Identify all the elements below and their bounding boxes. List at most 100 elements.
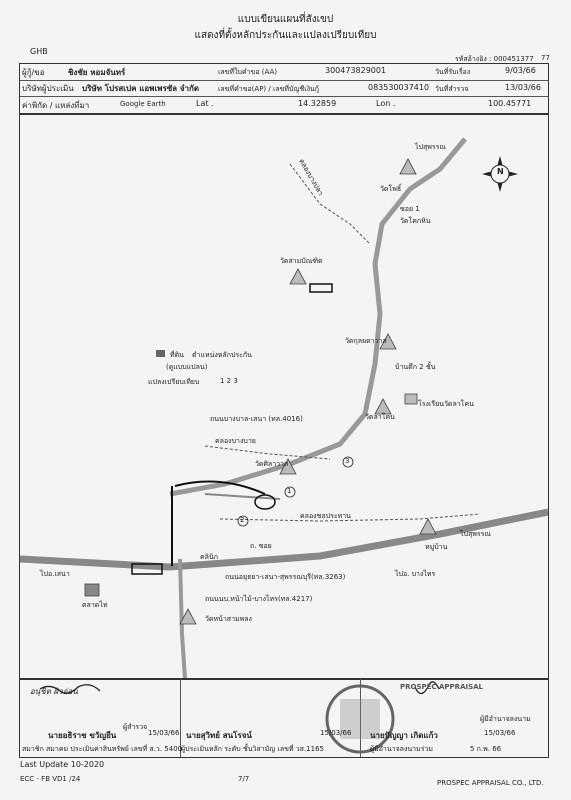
surveyor-date: 15/03/66 [148, 729, 180, 737]
company-seal [325, 684, 395, 754]
info-header [19, 63, 549, 115]
start-date-label: วันที่รับเรื่อง [435, 68, 471, 76]
signatory-license: ผู้มีอำนาจลงนามร่วม [370, 745, 434, 753]
canal-bangpla [289, 163, 371, 245]
north-arrow-icon [482, 156, 518, 192]
temple-icon [379, 333, 397, 350]
label-road-4217: ถนนนบ.หน้าไม้-บางไทร(ทล.4217) [205, 595, 313, 603]
canal-bangbai [204, 445, 331, 460]
marker-1: 1 [287, 487, 292, 495]
site-path [174, 480, 266, 495]
label-road-3263: ถนนอยุธยา-เสนา-สุพรรณบุรี(ทล.3263) [225, 573, 346, 581]
coord-label: ค่าพิกัด / แหล่งที่มา [22, 101, 90, 110]
label-temple-3: วัดโคกหิน [400, 217, 431, 225]
temple-icon [279, 458, 297, 475]
label-soi: ซอย 1 [400, 205, 420, 213]
label-road-4016: ถนนบางบาล-เสนา (ทล.4016) [210, 415, 303, 423]
label-to-bangsai: ไปอ. บางไทร [395, 570, 436, 578]
company-label: บริษัทผู้ประเมิน [22, 84, 74, 93]
label-alley: ถ. ซอย [250, 542, 272, 550]
legend-site-swatch [156, 350, 165, 357]
signature-scribble-2 [414, 681, 440, 695]
comparison-marker [284, 486, 296, 498]
survey-date-label: วันที่สำรวจ [435, 85, 469, 93]
bridge-1 [309, 283, 333, 293]
lon-label: Lon . [376, 99, 396, 108]
legend-comparison-numbers: 1 2 3 [220, 377, 238, 385]
signature-1: อนุชิต ผิวอ่อน [30, 687, 78, 696]
side-road [204, 493, 281, 500]
legend-comparison-label: แปลงเปรียบเทียบ [148, 378, 200, 386]
comparison-marker [342, 456, 354, 468]
temple-icon [419, 518, 437, 535]
signatory-date-b: 5 ก.พ. 66 [470, 745, 502, 753]
lat-value: 14.32859 [298, 99, 337, 108]
signatory-date: 15/03/66 [484, 729, 516, 737]
signatory-role: ผู้มีอำนาจลงนาม [480, 715, 531, 723]
lat-label: Lat . [196, 99, 214, 108]
sketch-map: ไปสุพรรณ ไปสุพรรณ ไปอ.เสนา ไปอ. บางไทร ค… [19, 113, 549, 680]
label-canal-irrigation: คลองชลประทาน [300, 512, 351, 520]
signature-scribble-1 [39, 684, 101, 694]
label-temple-pho: วัดโพธิ์ [380, 185, 402, 193]
site-marker [254, 494, 276, 510]
appraiser-name: นายสุวิทย์ สนโรจน์ [186, 731, 252, 740]
comparison-marker [237, 515, 249, 527]
marker-3: 3 [345, 457, 350, 465]
label-to-suphan-2: ไปสุพรรณ [460, 530, 491, 538]
label-school: โรงเรียนวัดลาโคน [418, 400, 474, 408]
ap-number: 083530037410 [368, 83, 430, 92]
label-canal-bangbai: คลองบางบาย [215, 437, 256, 445]
page-number: 7/7 [238, 775, 250, 783]
ap-label: เลขที่คำขอ(AP) / เลขที่บัญชีเงินกู้ [218, 85, 320, 93]
marker-2: 2 [240, 516, 245, 524]
signature-stamp [39, 681, 440, 754]
role-surveyor: ผู้สำรวจ [123, 723, 148, 731]
header-row-coords [20, 97, 548, 113]
legend-site-desc: ตำแหน่งหลักประกัน [192, 351, 252, 359]
header-row-company [20, 80, 548, 97]
form-code: ECC - FB VD1 /24 [20, 775, 81, 783]
temple-icon [374, 398, 392, 415]
label-temple-lakhon: วัดลาโคน [365, 413, 395, 421]
survey-date: 13/03/66 [505, 83, 541, 92]
label-village: หมู่บ้าน [425, 543, 448, 551]
reference-page: 77 [541, 54, 550, 62]
label-temple-6: วัดศิลาวาส [255, 460, 289, 468]
label-market: ตลาดไท [82, 601, 108, 609]
temple-icon [399, 158, 417, 175]
header-row-customer [20, 64, 548, 81]
road-4016 [169, 137, 467, 497]
start-date: 9/03/66 [505, 66, 536, 75]
reference-number: รหัสอ้างอิง : 000451377 [455, 55, 534, 63]
coord-source: Google Earth [120, 100, 166, 108]
footer-company: PROSPEC APPRAISAL CO., LTD. [437, 779, 544, 787]
bank-code: GHB [30, 47, 48, 56]
label-to-sena: ไปอ.เสนา [40, 570, 70, 578]
lon-value: 100.45771 [488, 99, 532, 108]
appraiser-date: 15/03/66 [320, 729, 352, 737]
customer-name: ชิงชัย หอมจันทร์ [68, 68, 126, 77]
company-name: บริษัท โปรสเปค แอพเพรซัล จำกัด [82, 84, 200, 93]
temple-icon [289, 268, 307, 285]
application-label: เลขที่ใบคำขอ (AA) [218, 68, 278, 76]
road-4217 [178, 558, 187, 680]
page-subtitle: แสดงที่ตั้งหลักประกันและแปลงเปรียบเทียบ [194, 30, 377, 41]
signature-block: PROSPEC APPRAISAL [19, 678, 549, 758]
school-building-icon [404, 393, 418, 405]
legend-site-label: ที่ดิน [170, 351, 184, 359]
application-number: 300473829001 [325, 66, 387, 75]
page-title: แบบเขียนแผนที่สังเขป [237, 14, 334, 25]
last-update: Last Update 10-2020 [20, 760, 105, 769]
appraiser-license: ผู้ประเมินหลัก ระดับ ชั้นวิสามัญ เลขที่ … [181, 745, 324, 753]
label-temple-4: วัดกุลยดาวาส [345, 337, 387, 345]
temple-icon [179, 608, 197, 625]
market-building-icon [84, 583, 100, 597]
label-temple-2: วัดสามบัณฑิต [280, 257, 323, 265]
legend-site-desc-2: (ดูแบบแปลน) [166, 363, 208, 371]
label-house-2: บ้านตึก 2 ชั้น [395, 363, 436, 371]
label-temple-5: วัดหน้าสามพลง [205, 615, 252, 623]
surveyor-name: นายอธิราช ขวัญยืน [48, 731, 117, 740]
north-label: N [497, 167, 504, 176]
label-clinic: คลินิก [200, 553, 218, 561]
